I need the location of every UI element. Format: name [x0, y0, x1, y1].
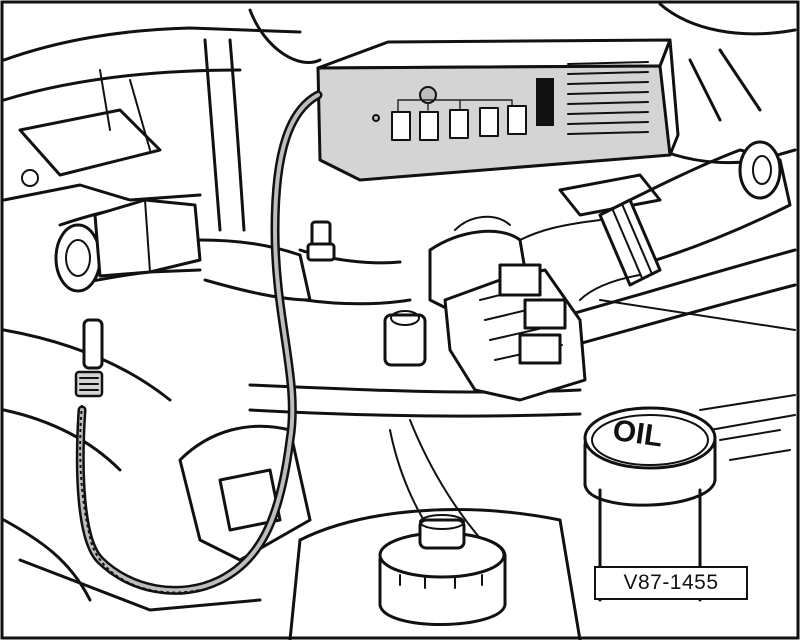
temperature-sender	[306, 220, 336, 262]
tester-cable	[75, 90, 323, 595]
oil-cap-label: OIL	[611, 414, 665, 454]
figure-reference-label: V87-1455	[594, 566, 748, 600]
vent-grille	[567, 61, 649, 135]
wiring-connector-cluster	[383, 215, 587, 402]
test-probe	[74, 318, 104, 398]
circuit-symbol-graphic	[372, 86, 527, 141]
diagnostic-tester-module	[316, 38, 680, 182]
reservoir-cap	[378, 514, 507, 626]
hose-clamp-pipe	[519, 140, 792, 301]
led-display	[536, 78, 554, 126]
coolant-hose	[54, 198, 412, 306]
